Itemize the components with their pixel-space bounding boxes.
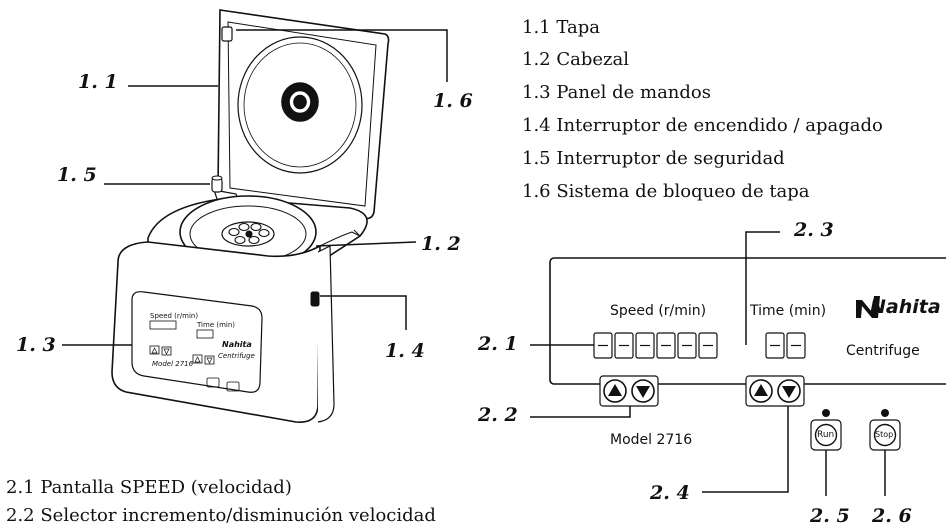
- callout-1-5: 1. 5: [57, 164, 97, 186]
- callout-2-3: 2. 3: [794, 219, 834, 241]
- callout-1-4: 1. 4: [385, 340, 425, 362]
- brand-logo: Nahita: [870, 296, 941, 318]
- mini-brand: Nahita: [222, 340, 252, 349]
- legend-item: 2.1 Pantalla SPEED (velocidad): [6, 477, 292, 498]
- callout-2-5: 2. 5: [810, 505, 850, 527]
- run-button[interactable]: Run: [817, 430, 835, 440]
- mini-model: Model 2716: [152, 360, 194, 368]
- model-label: Model 2716: [610, 432, 693, 448]
- legend-item: 1.2 Cabezal: [522, 49, 629, 70]
- mini-product: Centrifuge: [218, 352, 255, 360]
- centrifuge-illustration: [111, 9, 390, 423]
- control-panel-zoom: [549, 257, 946, 451]
- legend-item: 1.6 Sistema de bloqueo de tapa: [522, 181, 810, 202]
- mini-time-label: Time (min): [197, 321, 236, 329]
- legend-item: 1.5 Interruptor de seguridad: [522, 148, 785, 169]
- callout-2-4: 2. 4: [650, 482, 690, 504]
- legend-item: 1.4 Interruptor de encendido / apagado: [522, 115, 883, 136]
- leader-lines-panel: [530, 231, 886, 496]
- mini-speed-label: Speed (r/min): [150, 312, 199, 320]
- legend-item: 2.2 Selector incremento/disminución velo…: [6, 505, 436, 526]
- callout-1-2: 1. 2: [421, 233, 461, 255]
- time-label: Time (min): [750, 303, 827, 319]
- speed-label: Speed (r/min): [610, 303, 707, 319]
- callout-1-1: 1. 1: [78, 71, 118, 93]
- callout-2-6: 2. 6: [872, 505, 912, 527]
- leader-lines-top: [62, 29, 448, 346]
- product-label: Centrifuge: [846, 343, 920, 359]
- callout-2-1: 2. 1: [478, 333, 518, 355]
- legend-item: 1.3 Panel de mandos: [522, 82, 711, 103]
- callout-1-6: 1. 6: [433, 90, 473, 112]
- legend-item: 1.1 Tapa: [522, 17, 600, 38]
- stop-button[interactable]: Stop: [875, 430, 894, 439]
- callout-2-2: 2. 2: [478, 404, 518, 426]
- callout-1-3: 1. 3: [16, 334, 56, 356]
